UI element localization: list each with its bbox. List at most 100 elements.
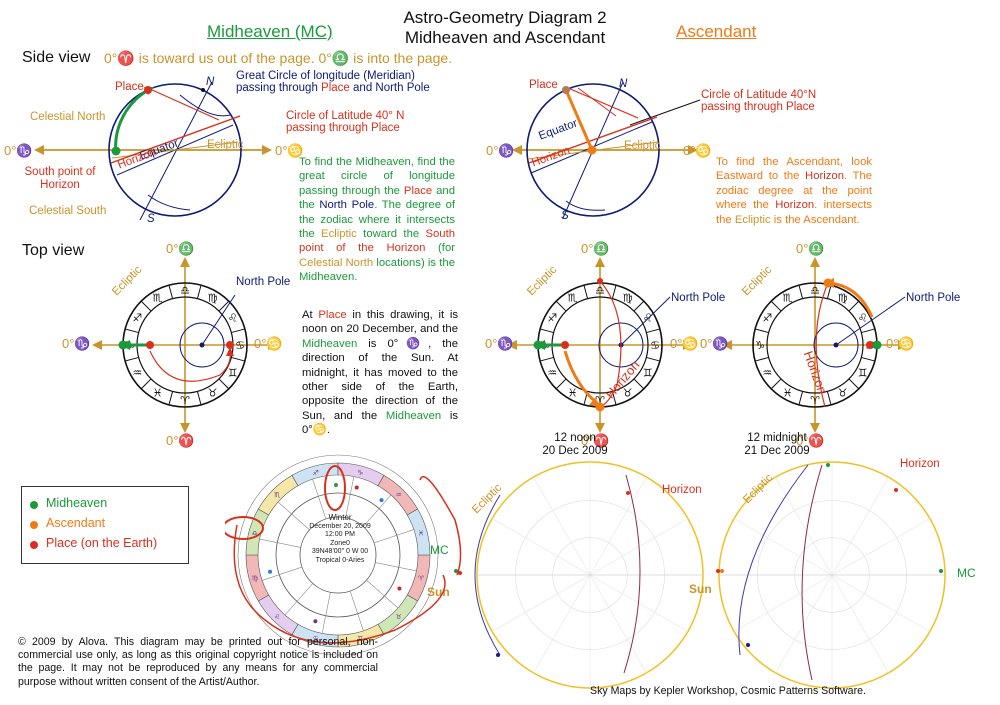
place-dot bbox=[866, 341, 874, 349]
mc-text-6: locations) is the Midheaven. bbox=[299, 256, 455, 284]
sign-divider bbox=[861, 356, 876, 362]
zodiac-glyph-5: ♍ bbox=[623, 291, 633, 304]
sky-map-midnight bbox=[716, 461, 946, 689]
zodiac-glyph-10: ♒ bbox=[547, 367, 557, 380]
south-pole-arc bbox=[147, 194, 191, 211]
latitude-callout: Circle of Latitude 40° N passing through… bbox=[286, 110, 404, 134]
meridian-callout-place: Place bbox=[321, 82, 350, 94]
latitude-circle bbox=[813, 322, 859, 368]
south-pole-arc bbox=[565, 200, 606, 211]
sign-divider bbox=[770, 300, 782, 312]
sign-divider bbox=[539, 356, 554, 362]
asc-text-2: . The zodiac degree at the point where t… bbox=[716, 170, 872, 212]
natal-outer-ring bbox=[237, 454, 439, 656]
noon-text-3: is 0°♑, the direction of the Sun. At mid… bbox=[302, 337, 458, 422]
place-label-2: Place bbox=[529, 79, 558, 91]
house-cusp bbox=[284, 583, 314, 616]
zodiac-glyph-5: ♍ bbox=[208, 291, 218, 304]
ascendant-dot bbox=[823, 278, 833, 288]
latitude-circle-2 bbox=[577, 87, 617, 117]
zodiac-glyph-3: ♋ bbox=[650, 339, 660, 352]
celestial-sphere bbox=[108, 83, 242, 217]
cap-label-5: 0°♑ bbox=[700, 336, 729, 351]
horizon-top-dot bbox=[597, 278, 603, 284]
sign-divider bbox=[798, 391, 804, 406]
zodiac-glyph-4: ♌ bbox=[858, 312, 868, 325]
sign-divider bbox=[218, 300, 230, 312]
noon-text-4: is 0°♋. bbox=[302, 409, 458, 437]
north-pole-pointer bbox=[620, 296, 671, 346]
s-label: S bbox=[147, 213, 155, 225]
zodiac-glyph-11: ♓ bbox=[783, 387, 793, 400]
zodiac-glyph-6: ♎ bbox=[180, 284, 190, 297]
place-label: Place bbox=[115, 81, 144, 93]
horizon-callout-1: Horizon bbox=[662, 484, 702, 496]
zodiac-glyph-8: ♐ bbox=[547, 312, 557, 325]
natal-l2: December 20, 2009 bbox=[309, 522, 371, 530]
mc-text-place: Place bbox=[403, 184, 433, 197]
noon-caption-a: 12 noon bbox=[554, 432, 596, 444]
meridian-callout-and: and bbox=[349, 82, 376, 94]
sign-divider bbox=[555, 300, 567, 312]
zodiac-glyph-7: ♏ bbox=[153, 291, 163, 304]
horizon-callout-2: Horizon bbox=[900, 458, 940, 470]
s-label-2: S bbox=[561, 210, 569, 222]
place-dot bbox=[562, 86, 570, 94]
lib-label-1: 0°♎ bbox=[166, 241, 195, 256]
meridian-callout-b-text: passing through bbox=[236, 82, 322, 94]
north-pole-dot bbox=[201, 88, 205, 92]
side-view-mc-diagram bbox=[34, 81, 272, 221]
sign-divider bbox=[611, 284, 617, 299]
ascendant-line bbox=[564, 89, 594, 151]
latitude-pointer-2 bbox=[629, 99, 701, 126]
pointer-line bbox=[629, 99, 701, 126]
sign-band-segment bbox=[406, 508, 431, 556]
connector-1 bbox=[419, 476, 462, 576]
sign-divider bbox=[826, 391, 832, 406]
natal-glyph-6: ♎ bbox=[252, 530, 258, 538]
side-view-label: Side view bbox=[22, 49, 91, 66]
zodiac-glyph-9: ♑ bbox=[755, 339, 765, 352]
zodiac-glyph-4: ♌ bbox=[643, 312, 653, 325]
arrow-left-icon bbox=[92, 340, 102, 350]
planet-marker-1 bbox=[354, 485, 359, 490]
star-marker-3 bbox=[894, 488, 898, 492]
ari-label-3: 0°♈ bbox=[796, 433, 825, 448]
legend-place-dot bbox=[30, 541, 38, 549]
azimuth-line bbox=[533, 574, 591, 674]
midheaven-dot bbox=[533, 340, 543, 350]
cap-label-2: 0°♑ bbox=[486, 143, 515, 158]
star-marker-2 bbox=[496, 653, 500, 657]
mc-text-ecliptic: Ecliptic bbox=[321, 228, 357, 241]
arrow-up-icon bbox=[180, 257, 190, 267]
planet-marker-3 bbox=[268, 569, 273, 574]
arrow-right-icon bbox=[688, 145, 698, 155]
zodiac-inner-ring bbox=[766, 296, 864, 394]
top-view-wheel-1: ♈♉♊♋♌♍♎♏♐♑♒♓ bbox=[92, 257, 278, 433]
noon-explanation: At Place in this drawing, it is noon on … bbox=[302, 308, 458, 438]
latitude-circle bbox=[567, 87, 639, 119]
natal-l4: Zone0 bbox=[330, 539, 350, 547]
natal-chart-info: Winter December 20, 2009 12:00 PM Zone0 … bbox=[290, 513, 390, 566]
top-view-wheel-2: ♈♉♊♋♌♍♎♏♐♑♒♓ bbox=[507, 257, 693, 433]
zodiac-glyph-0: ♈ bbox=[180, 394, 190, 407]
arrow-right-icon bbox=[683, 340, 693, 350]
azimuth-line bbox=[589, 574, 647, 674]
midnight-caption: 12 midnight 21 Dec 2009 bbox=[722, 432, 832, 458]
zodiac-glyph-5: ♍ bbox=[838, 291, 848, 304]
latitude-circle bbox=[598, 322, 644, 368]
zodiac-glyph-8: ♐ bbox=[132, 312, 142, 325]
zodiac-glyph-4: ♌ bbox=[228, 312, 238, 325]
zodiac-glyph-1: ♉ bbox=[208, 387, 218, 400]
house-cusp bbox=[321, 592, 331, 634]
highlight-ellipse-1 bbox=[324, 465, 346, 511]
mc-text-cn: Celestial North bbox=[299, 256, 374, 269]
asc-text-horizon-2: Horizon bbox=[775, 199, 815, 212]
midnight-caption-a: 12 midnight bbox=[747, 432, 807, 444]
connector-2 bbox=[233, 524, 446, 644]
azimuth-line bbox=[491, 518, 591, 576]
star-marker-0 bbox=[454, 569, 458, 573]
planet-marker-4 bbox=[397, 586, 402, 591]
sign-divider bbox=[646, 356, 661, 362]
house-cusp bbox=[345, 476, 355, 518]
